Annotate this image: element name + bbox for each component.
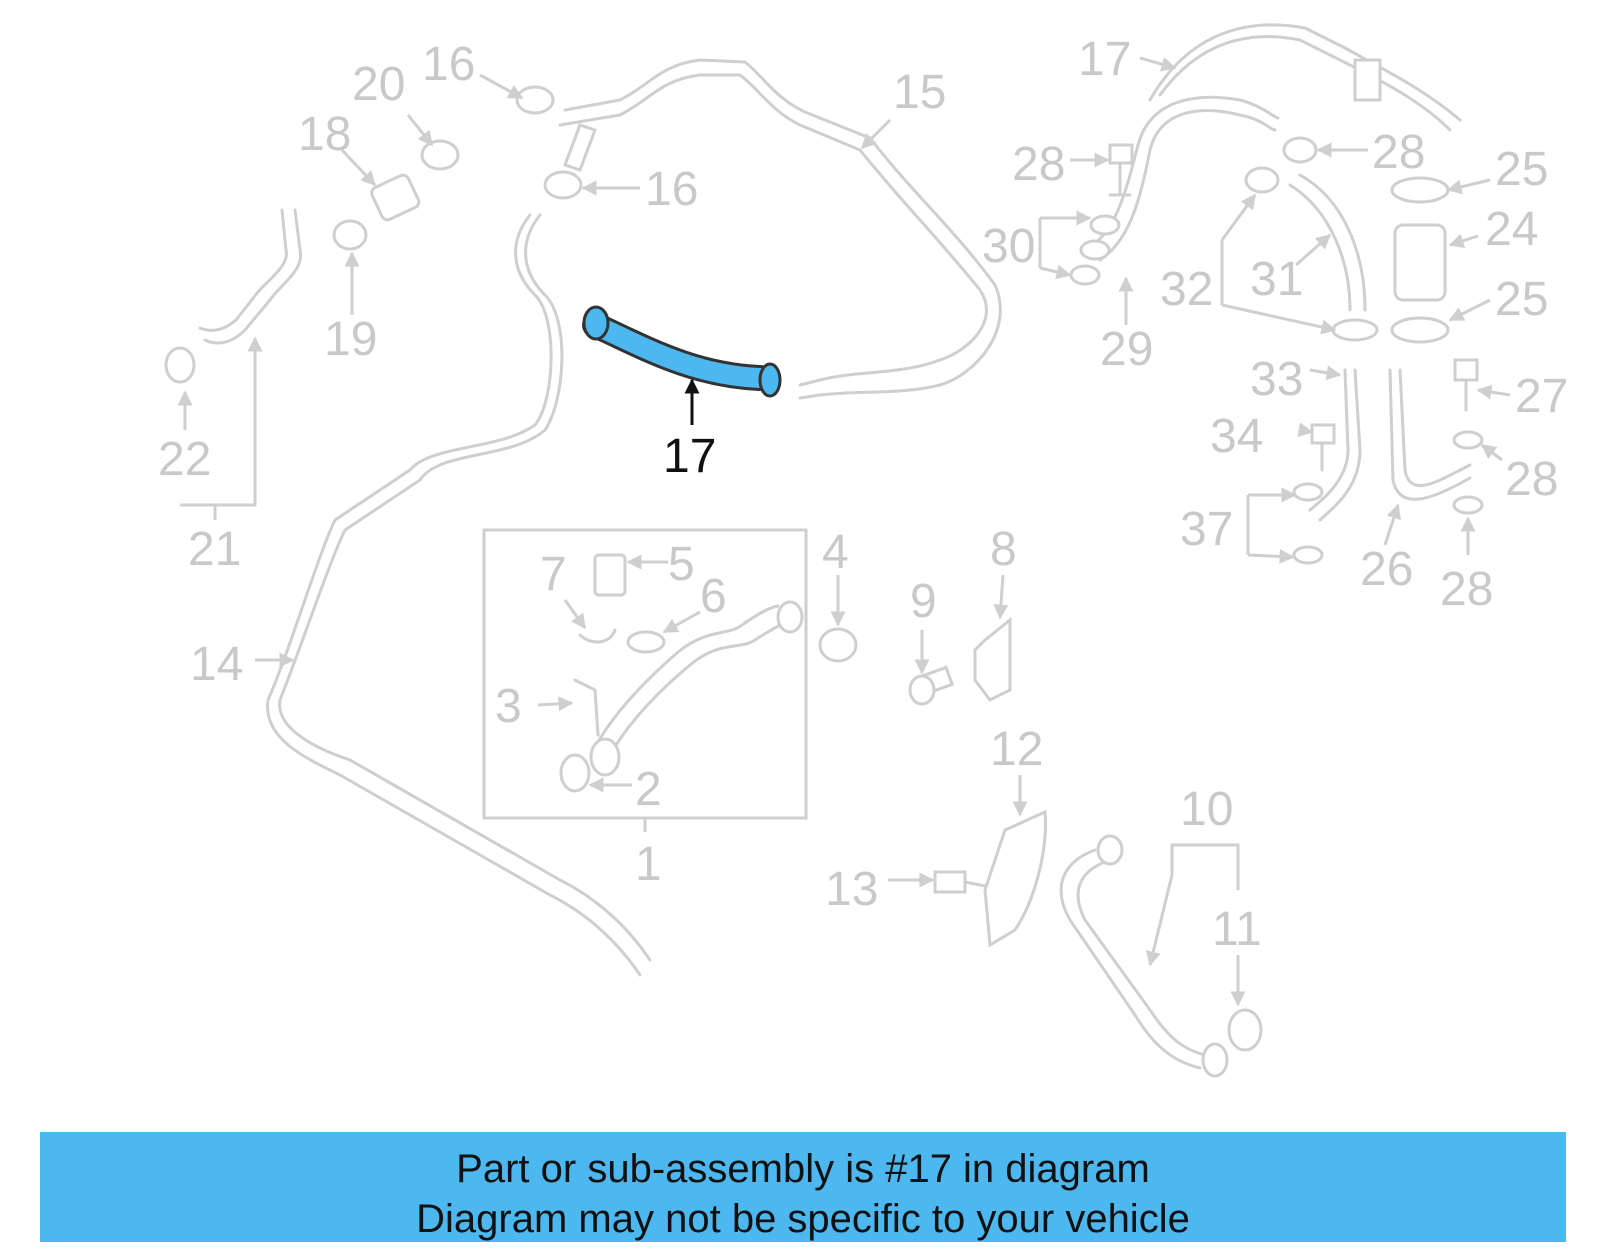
callout-1: 1 (635, 838, 662, 891)
callout-3: 3 (495, 680, 522, 733)
callout-8: 8 (990, 523, 1017, 576)
callout-24: 24 (1485, 203, 1538, 256)
part-14-line (266, 213, 652, 977)
callout-labels: 16 20 18 19 16 15 17 28 28 25 24 30 31 3… (158, 33, 1568, 956)
parts-26-35 (1308, 368, 1472, 522)
info-banner: Part or sub-assembly is #17 in diagram D… (40, 1132, 1566, 1242)
callout-35: 33 (1250, 353, 1303, 406)
parts-10-11 (1059, 834, 1263, 1078)
callout-34: 32 (1160, 263, 1213, 316)
callout-28a: 28 (1505, 453, 1558, 506)
callout-14: 14 (190, 638, 243, 691)
banner-line-2: Diagram may not be specific to your vehi… (416, 1197, 1190, 1241)
callout-2: 2 (635, 763, 662, 816)
part-1-group-box (482, 528, 808, 820)
callout-19: 18 (298, 108, 351, 161)
parts-left-small (164, 85, 583, 384)
callout-29: 29 (1100, 323, 1153, 376)
callout-20: 19 (324, 313, 377, 366)
callout-18: 17 (1078, 33, 1131, 86)
callout-26: 26 (1360, 543, 1413, 596)
callout-31: 30 (982, 220, 1035, 273)
part-4-clamp (818, 627, 858, 663)
callout-7: 7 (540, 548, 567, 601)
callout-25b: 25 (1495, 273, 1548, 326)
callout-16b: 16 (645, 163, 698, 216)
parts-right-hoses (1083, 23, 1462, 312)
callout-33: 31 (1250, 253, 1303, 306)
callout-37: 37 (1180, 503, 1233, 556)
part-17-hose-highlighted (582, 305, 782, 398)
callout-4: 4 (822, 526, 849, 579)
banner-line-1: Part or sub-assembly is #17 in diagram (456, 1147, 1150, 1191)
parts-12-13 (933, 809, 1047, 948)
parts-right-small (1069, 136, 1484, 565)
callout-22: 21 (188, 523, 241, 576)
callout-5: 5 (668, 538, 695, 591)
callout-28b: 28 (1440, 563, 1493, 616)
callout-12: 12 (990, 723, 1043, 776)
parts-8-9 (908, 616, 1012, 706)
callout-10: 10 (1180, 783, 1233, 836)
callout-9: 9 (910, 575, 937, 628)
callout-23: 22 (158, 433, 211, 486)
callout-21: 20 (352, 58, 405, 111)
callout-11: 11 (1212, 903, 1262, 956)
callout-6: 6 (700, 570, 727, 623)
callout-25a: 25 (1495, 143, 1548, 196)
part-15-hose (558, 58, 1002, 400)
callout-13: 13 (825, 863, 878, 916)
callout-17: 17 (663, 430, 716, 483)
callout-32: 28 (1372, 126, 1425, 179)
callout-36: 34 (1210, 410, 1263, 463)
callout-30: 28 (1012, 138, 1065, 191)
parts-24-25 (1331, 176, 1450, 344)
callout-16a: 16 (422, 38, 475, 91)
leader-lines (177, 56, 1511, 1007)
callout-15: 15 (893, 66, 946, 119)
callout-27: 27 (1515, 370, 1568, 423)
